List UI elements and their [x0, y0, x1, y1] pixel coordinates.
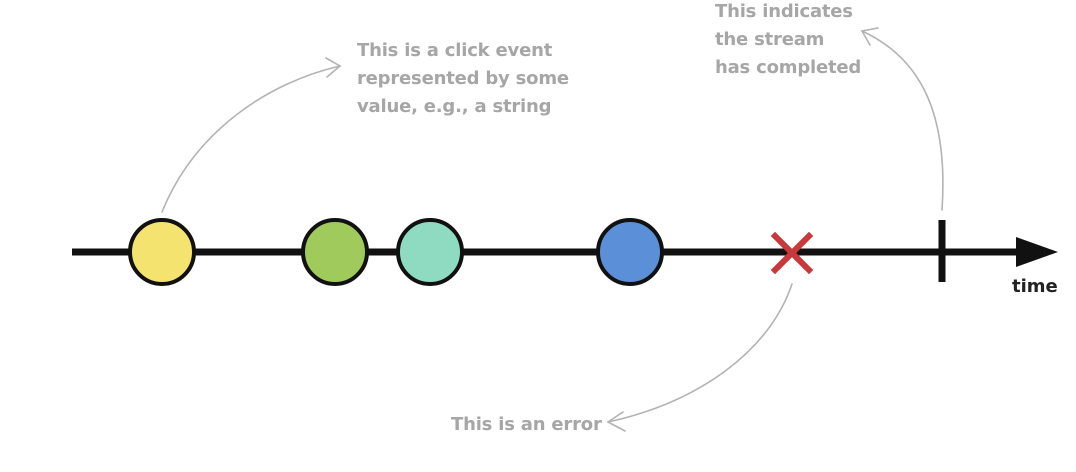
event-marble-yellow	[128, 218, 196, 286]
error-annotation: This is an error	[451, 411, 602, 439]
completed-arrowhead-icon	[860, 27, 879, 46]
error-arrowhead-icon	[606, 411, 626, 432]
event-marble-blue	[596, 218, 664, 286]
error-x-icon	[770, 231, 814, 275]
click-event-annotation-line-2: represented by some	[357, 68, 569, 89]
completed-annotation: This indicates the stream has completed	[715, 0, 861, 82]
event-marble-green	[301, 218, 369, 286]
click-event-annotation: This is a click event represented by som…	[357, 37, 569, 121]
time-axis-label: time	[1012, 276, 1058, 297]
error-arrow	[607, 283, 793, 423]
click-event-annotation-line-3: value, e.g., a string	[357, 96, 552, 117]
click-event-arrowhead-icon	[325, 57, 342, 78]
completed-annotation-line-3: has completed	[715, 57, 862, 78]
event-marble-teal	[396, 218, 464, 286]
completed-arrow	[861, 30, 944, 211]
timeline-arrowhead-icon	[1016, 237, 1058, 267]
completed-annotation-line-2: the stream	[715, 29, 825, 50]
click-event-annotation-line-1: This is a click event	[357, 40, 553, 61]
error-annotation-line-1: This is an error	[451, 414, 602, 435]
click-event-arrow	[161, 65, 341, 213]
completed-annotation-line-1: This indicates	[715, 1, 853, 22]
